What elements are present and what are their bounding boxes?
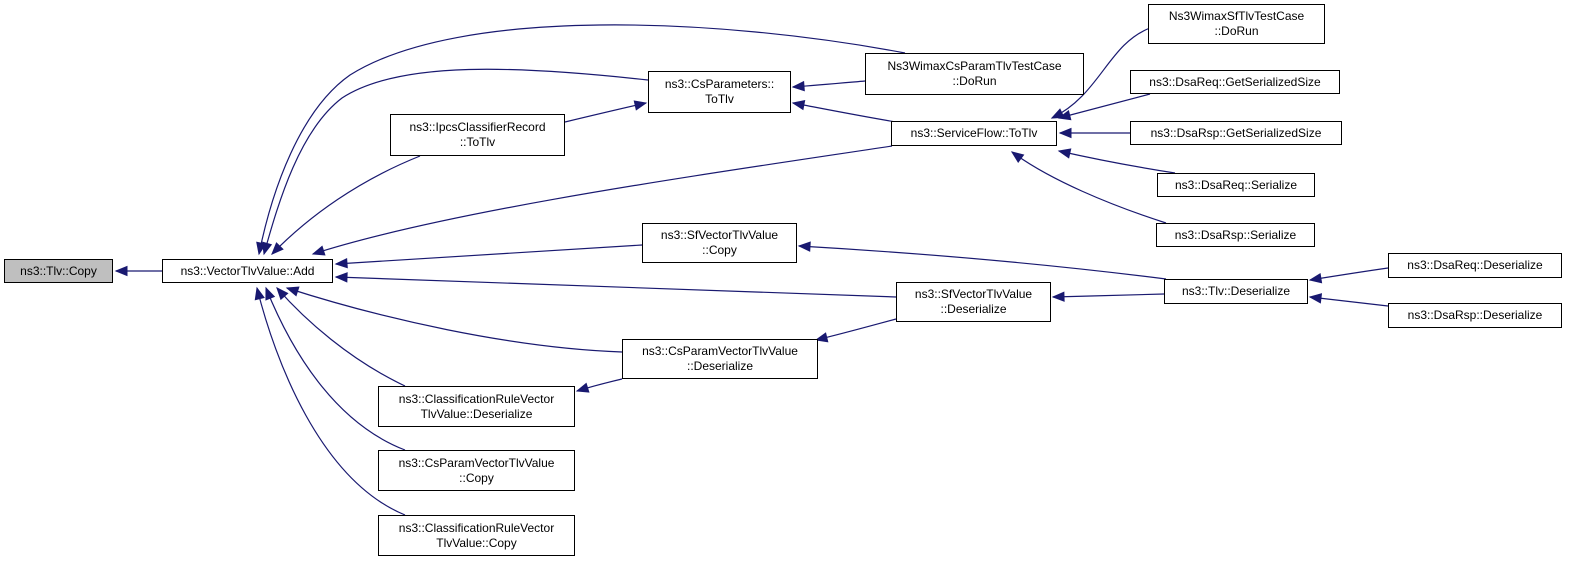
edge-csparamvector_copy-to-vector_add: [265, 287, 406, 451]
node-label: ns3::IpcsClassifierRecord: [409, 120, 546, 134]
edge-dsareq_serialize-to-serviceflow_totlv: [1058, 150, 1176, 174]
node-label: ns3::SfVectorTlvValue: [660, 228, 779, 242]
node-dsareq-getserializedsize[interactable]: ns3::DsaReq::GetSerializedSize: [1130, 70, 1340, 94]
node-label: ::Copy: [702, 243, 737, 257]
node-classificationrule-deserialize[interactable]: ns3::ClassificationRuleVector TlvValue::…: [378, 386, 575, 427]
arrowhead-sfvector_deserialize-to-csparamvector_deserialize: [814, 332, 829, 343]
node-wimax-csparam-dorun[interactable]: Ns3WimaxCsParamTlvTestCase ::DoRun: [865, 53, 1084, 95]
node-dsareq-serialize[interactable]: ns3::DsaReq::Serialize: [1157, 173, 1315, 197]
edge-ipcs_totlv-to-cs_params_totlv: [564, 102, 647, 123]
edge-serviceflow_totlv-to-cs_params_totlv: [792, 102, 897, 123]
arrowhead-dsareq_getsize-to-serviceflow_totlv: [1057, 110, 1072, 121]
arrowhead-dsareq_deserialize-to-tlv_deserialize: [1308, 273, 1323, 284]
node-vector-add[interactable]: ns3::VectorTlvValue::Add: [162, 259, 333, 283]
node-cs-parameters-totlv[interactable]: ns3::CsParameters:: ToTlv: [648, 71, 791, 113]
edge-wimax_csparam_dorun-to-vector_add: [258, 24, 906, 255]
arrowhead-tlv_deserialize-to-sfvector_copy: [797, 241, 811, 252]
node-serviceflow-totlv[interactable]: ns3::ServiceFlow::ToTlv: [891, 121, 1057, 146]
node-dsarsp-getserializedsize[interactable]: ns3::DsaRsp::GetSerializedSize: [1130, 121, 1342, 145]
arrowhead-serviceflow_totlv-to-vector_add: [311, 245, 326, 256]
node-sfvector-deserialize[interactable]: ns3::SfVectorTlvValue ::Deserialize: [896, 282, 1051, 322]
edge-wimax_sf_dorun-to-serviceflow_totlv: [1051, 27, 1151, 119]
edge-ipcs_totlv-to-vector_add: [271, 155, 421, 255]
arrowhead-ipcs_totlv-to-cs_params_totlv: [633, 100, 648, 111]
node-label: ::DoRun: [952, 74, 997, 88]
edge-classrule_copy-to-vector_add: [256, 287, 406, 516]
node-dsarsp-deserialize[interactable]: ns3::DsaRsp::Deserialize: [1388, 303, 1562, 328]
node-label: ns3::DsaReq::Deserialize: [1407, 258, 1543, 272]
arrowhead-cs_params_totlv-to-vector_add: [262, 241, 273, 256]
node-sfvector-copy[interactable]: ns3::SfVectorTlvValue ::Copy: [642, 223, 797, 263]
arrowhead-dsarsp_deserialize-to-tlv_deserialize: [1308, 293, 1323, 304]
node-label: ::ToTlv: [459, 135, 496, 149]
arrowhead-classrule_deserialize-to-vector_add: [276, 287, 289, 301]
arrowhead-dsareq_serialize-to-serviceflow_totlv: [1057, 148, 1072, 159]
arrowhead-vector_add-to-tlv_copy: [114, 265, 128, 277]
node-dsareq-deserialize[interactable]: ns3::DsaReq::Deserialize: [1388, 253, 1562, 278]
node-label: ns3::DsaReq::Serialize: [1174, 177, 1298, 192]
edge-sfvector_deserialize-to-csparamvector_deserialize: [815, 318, 897, 341]
edge-dsarsp_deserialize-to-tlv_deserialize: [1309, 296, 1389, 307]
arrowhead-dsarsp_serialize-to-serviceflow_totlv: [1010, 151, 1025, 164]
node-label: ns3::ClassificationRuleVector: [398, 391, 555, 406]
node-tlv-copy: ns3::Tlv::Copy: [4, 259, 113, 283]
arrowhead-csparamvector_copy-to-vector_add: [265, 286, 276, 301]
arrowhead-sfvector_copy-to-vector_add: [334, 257, 348, 269]
node-label: TlvValue::Deserialize: [420, 406, 533, 421]
edge-classrule_deserialize-to-vector_add: [276, 287, 406, 387]
arrowhead-dsarsp_getsize-to-serviceflow_totlv: [1058, 127, 1072, 139]
edge-dsareq_getsize-to-serviceflow_totlv: [1058, 93, 1151, 119]
edge-sfvector_copy-to-vector_add: [335, 244, 643, 265]
node-label: ns3::ClassificationRuleVector: [398, 520, 555, 535]
edge-csparamvector_deserialize-to-vector_add: [286, 287, 623, 353]
node-label: Ns3WimaxCsParamTlvTestCase: [887, 59, 1062, 73]
node-label: ns3::DsaRsp::Deserialize: [1407, 308, 1543, 322]
edge-tlv_deserialize-to-sfvector_deserialize: [1052, 293, 1165, 298]
edge-dsarsp_serialize-to-serviceflow_totlv: [1011, 151, 1167, 224]
arrowhead-serviceflow_totlv-to-cs_params_totlv: [791, 99, 806, 111]
node-label: TlvValue::Copy: [436, 535, 517, 550]
edge-dsareq_deserialize-to-tlv_deserialize: [1309, 267, 1389, 281]
edge-tlv_deserialize-to-sfvector_copy: [798, 245, 1167, 280]
node-label: ::Deserialize: [940, 302, 1007, 316]
node-csparamvector-deserialize[interactable]: ns3::CsParamVectorTlvValue ::Deserialize: [622, 339, 818, 379]
arrowhead-csparamvector_deserialize-to-classrule_deserialize: [575, 382, 590, 393]
arrowhead-classrule_copy-to-vector_add: [254, 286, 265, 301]
arrowhead-tlv_deserialize-to-sfvector_deserialize: [1051, 291, 1065, 302]
arrowhead-csparamvector_deserialize-to-vector_add: [285, 286, 300, 297]
node-label: ns3::ServiceFlow::ToTlv: [910, 126, 1038, 140]
node-classificationrule-copy[interactable]: ns3::ClassificationRuleVector TlvValue::…: [378, 515, 575, 556]
edge-serviceflow_totlv-to-vector_add: [312, 145, 893, 255]
node-label: ns3::VectorTlvValue::Add: [180, 263, 315, 278]
node-dsarsp-serialize[interactable]: ns3::DsaRsp::Serialize: [1156, 223, 1315, 247]
node-label: ::DoRun: [1214, 24, 1259, 38]
node-wimax-sf-dorun[interactable]: Ns3WimaxSfTlvTestCase ::DoRun: [1148, 4, 1325, 44]
node-label: ns3::CsParamVectorTlvValue: [398, 455, 555, 470]
node-label: ns3::CsParamVectorTlvValue: [642, 344, 798, 358]
node-ipcs-classifier-totlv[interactable]: ns3::IpcsClassifierRecord ::ToTlv: [390, 114, 565, 156]
node-label: ns3::Tlv::Deserialize: [1181, 284, 1291, 298]
arrowhead-sfvector_deserialize-to-vector_add: [334, 272, 348, 283]
node-label: ns3::DsaReq::GetSerializedSize: [1149, 74, 1321, 89]
node-label: ns3::DsaRsp::Serialize: [1174, 227, 1297, 242]
node-tlv-deserialize[interactable]: ns3::Tlv::Deserialize: [1164, 279, 1308, 304]
edge-cs_params_totlv-to-vector_add: [263, 68, 649, 255]
node-label: ::Copy: [459, 470, 494, 485]
node-label: Ns3WimaxSfTlvTestCase: [1168, 9, 1305, 23]
node-label: ns3::Tlv::Copy: [20, 263, 97, 278]
node-label: ::Deserialize: [686, 359, 754, 373]
node-label: ns3::CsParameters::: [664, 77, 775, 91]
node-label: ns3::SfVectorTlvValue: [914, 287, 1033, 301]
node-label: ToTlv: [705, 92, 734, 106]
node-csparamvector-copy[interactable]: ns3::CsParamVectorTlvValue ::Copy: [378, 450, 575, 491]
edge-sfvector_deserialize-to-vector_add: [335, 276, 897, 298]
arrowhead-wimax_csparam_dorun-to-cs_params_totlv: [791, 80, 805, 92]
arrowhead-ipcs_totlv-to-vector_add: [271, 242, 284, 255]
node-label: ns3::DsaRsp::GetSerializedSize: [1150, 125, 1322, 140]
arrowhead-wimax_sf_dorun-to-serviceflow_totlv: [1050, 108, 1065, 119]
